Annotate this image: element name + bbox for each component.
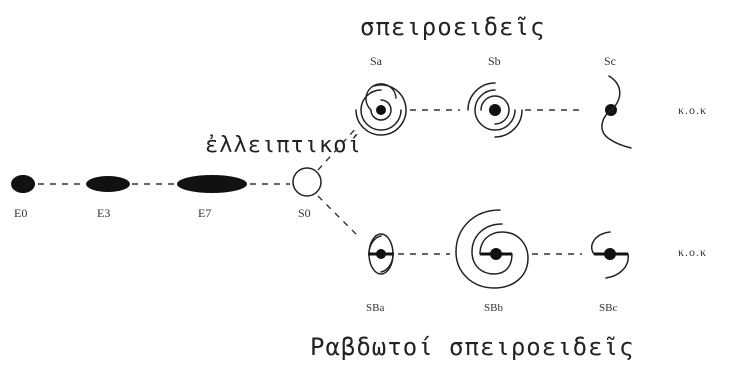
galaxy-sb xyxy=(467,82,523,138)
galaxy-e3 xyxy=(86,176,130,192)
branch-to-spirals xyxy=(317,125,359,171)
branch-to-barred xyxy=(317,195,361,239)
label-sba: SBa xyxy=(366,302,384,314)
continues-label-upper: κ.ο.κ xyxy=(678,103,707,117)
galaxy-sa xyxy=(355,83,407,136)
continues-label-lower: κ.ο.κ xyxy=(678,245,707,259)
galaxy-sba xyxy=(368,233,394,275)
label-sb: Sb xyxy=(488,54,501,68)
label-sa: Sa xyxy=(370,54,383,68)
elliptical-sequence xyxy=(11,167,322,197)
label-e0: E0 xyxy=(14,206,27,220)
galaxy-sc xyxy=(601,75,632,149)
ellipticals-title: ἐλλειπτικοί xyxy=(205,133,362,158)
label-e3: E3 xyxy=(97,206,110,220)
label-e7: E7 xyxy=(198,206,211,220)
barred-spiral-sequence: SBa SBb SBc xyxy=(366,209,629,314)
galaxy-e0 xyxy=(11,175,35,193)
label-s0: S0 xyxy=(298,206,311,220)
spirals-title: σπειροειδεῖς xyxy=(360,13,545,41)
galaxy-s0 xyxy=(292,167,322,197)
spiral-sequence: Sa Sb Sc xyxy=(355,54,632,149)
label-sc: Sc xyxy=(604,54,616,68)
label-sbb: SBb xyxy=(484,302,503,314)
galaxy-e7 xyxy=(177,175,247,193)
galaxy-sbc xyxy=(590,231,629,279)
barred-spirals-title: Ραβδωτοί σπειροειδεῖς xyxy=(310,333,634,361)
galaxy-sbb xyxy=(455,209,529,289)
label-sbc: SBc xyxy=(599,302,617,314)
